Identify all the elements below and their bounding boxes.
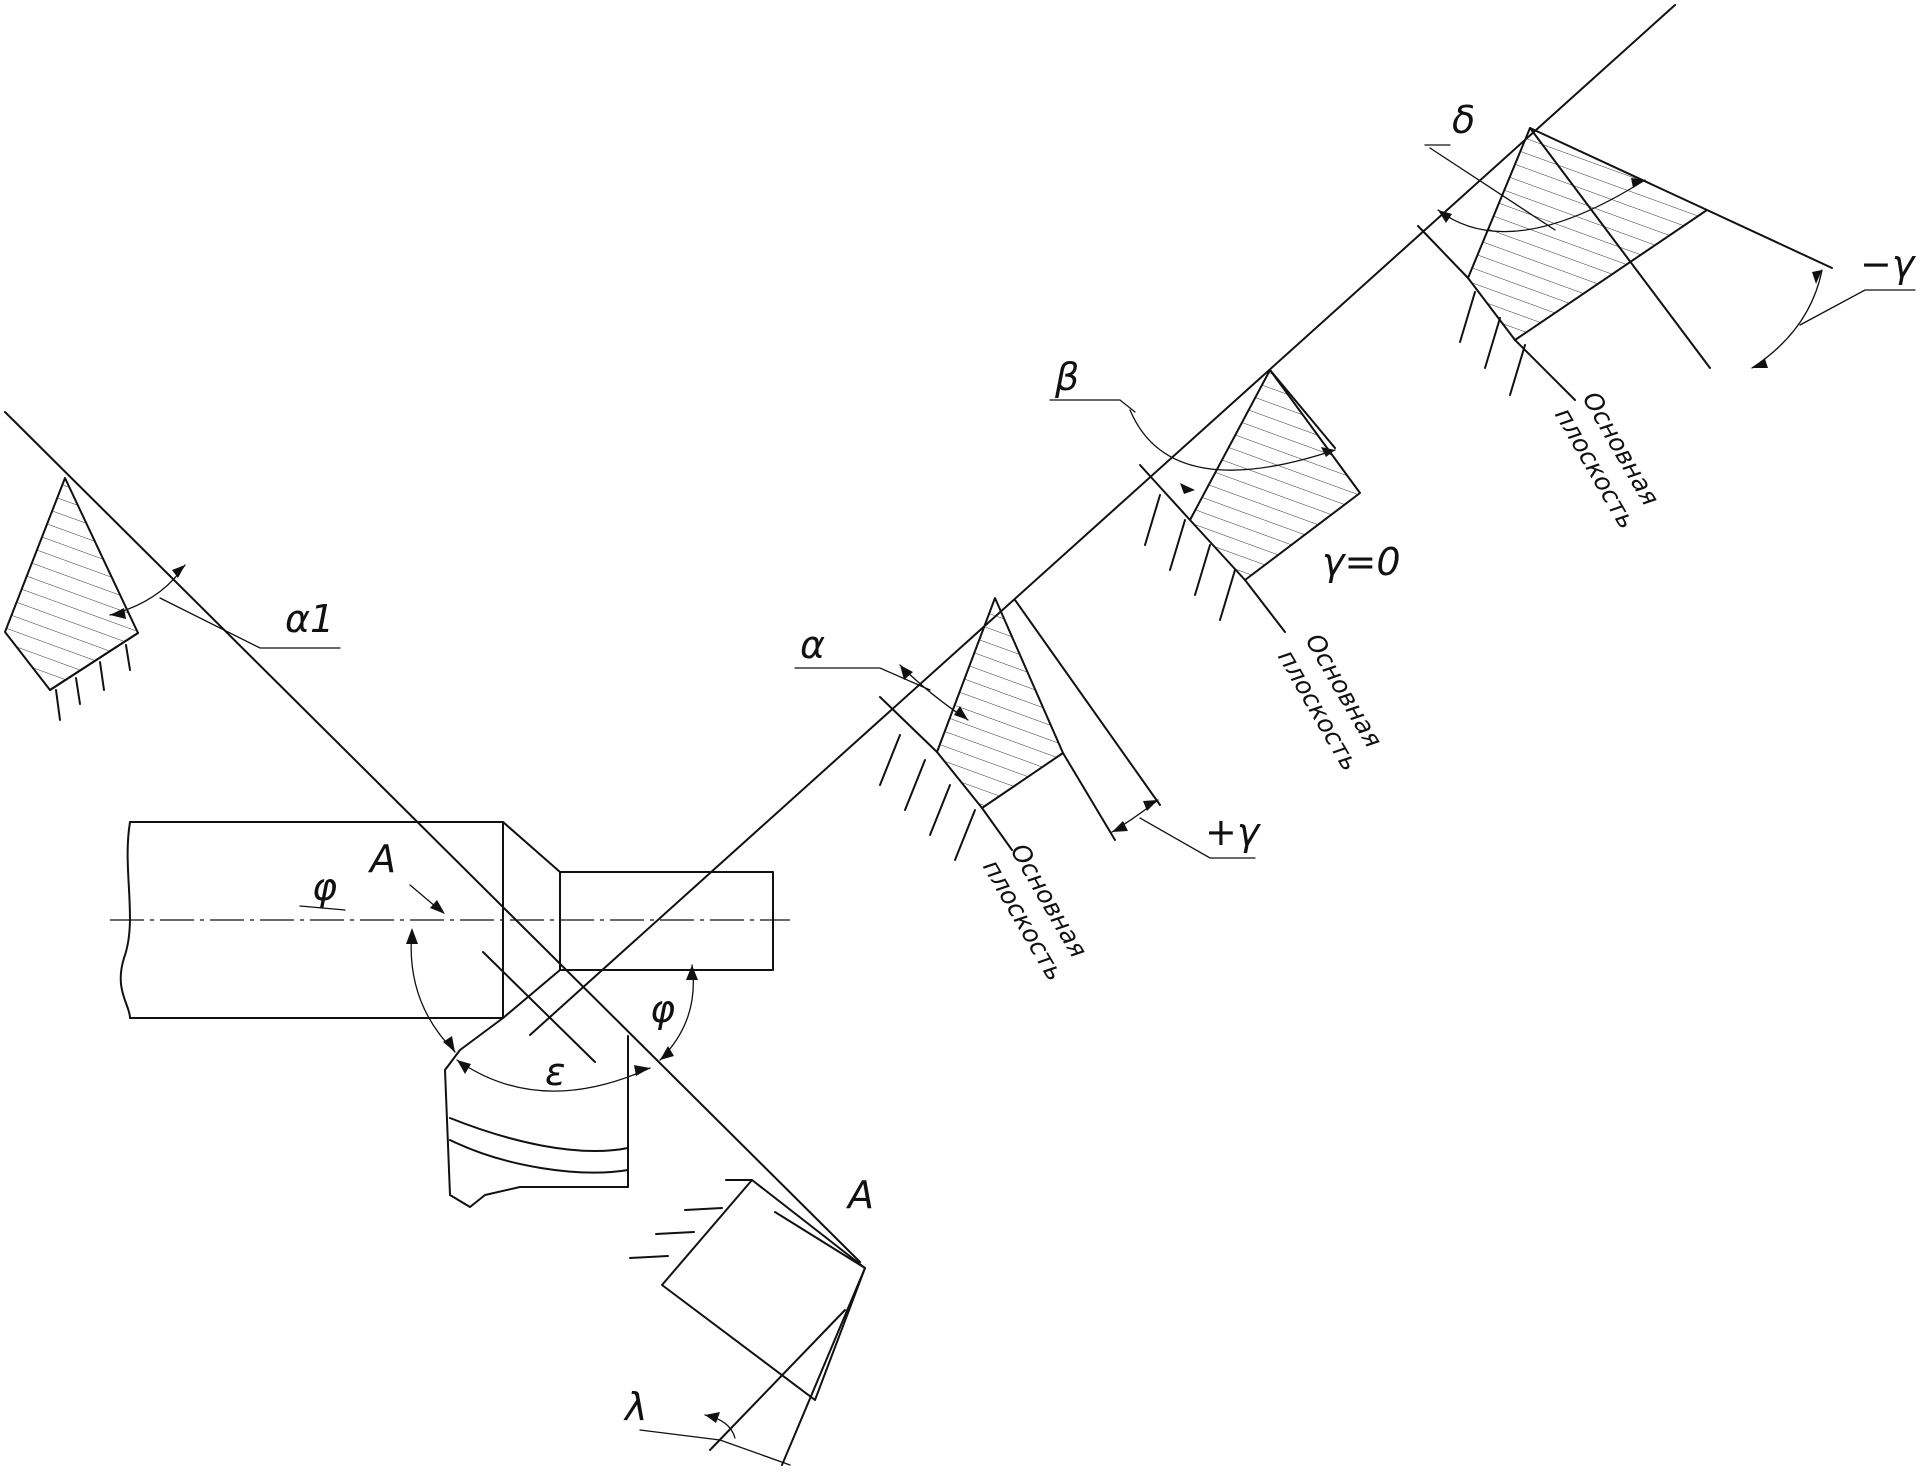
alpha1-label: α1	[285, 597, 334, 641]
lambda-label: λ	[623, 1385, 648, 1429]
section-alpha-wedge	[936, 597, 1064, 809]
phi-label-left: φ	[312, 865, 337, 909]
main-cutting-edge-line	[4, 411, 861, 1263]
epsilon-label: ε	[545, 1050, 566, 1094]
section-label-top: A	[367, 837, 396, 881]
section-lambda-body	[661, 1179, 866, 1401]
base-plane-hatch-delta	[1459, 291, 1576, 401]
base-plane-hatch-beta	[1144, 494, 1286, 633]
beta-label: β	[1054, 355, 1079, 399]
delta-label: δ	[1452, 98, 1475, 142]
base-plane-hatch-alpha1	[49, 632, 139, 721]
tool-body	[444, 1017, 629, 1208]
base-plane-hatch-alpha	[879, 734, 1013, 861]
base-plane-note-beta: Основная плоскость	[1272, 629, 1388, 776]
section-label-bottom: A	[845, 1173, 874, 1217]
base-plane-note-alpha: Основная плоскость	[977, 839, 1093, 986]
base-plane-hatch-lambda	[629, 1179, 753, 1259]
epsilon-arc	[456, 1059, 651, 1092]
minus-gamma-label: −γ	[1860, 242, 1917, 286]
phi-label-right: φ	[650, 987, 675, 1031]
gamma-zero-label: γ=0	[1322, 540, 1401, 584]
beta-arc	[1129, 409, 1336, 471]
auxiliary-cutting-edge-line	[529, 4, 1676, 1036]
minus-gamma-arc	[1751, 269, 1823, 369]
alpha-label: α	[800, 623, 825, 667]
plus-gamma-label: +γ	[1205, 810, 1262, 854]
delta-arc	[1437, 179, 1646, 233]
base-plane-note-delta: Основная плоскость	[1549, 387, 1665, 534]
section-alpha1-wedge	[4, 477, 139, 691]
lambda-arc	[704, 1414, 736, 1439]
phi-left-arc	[410, 929, 456, 1053]
section-line-a	[482, 951, 596, 1063]
